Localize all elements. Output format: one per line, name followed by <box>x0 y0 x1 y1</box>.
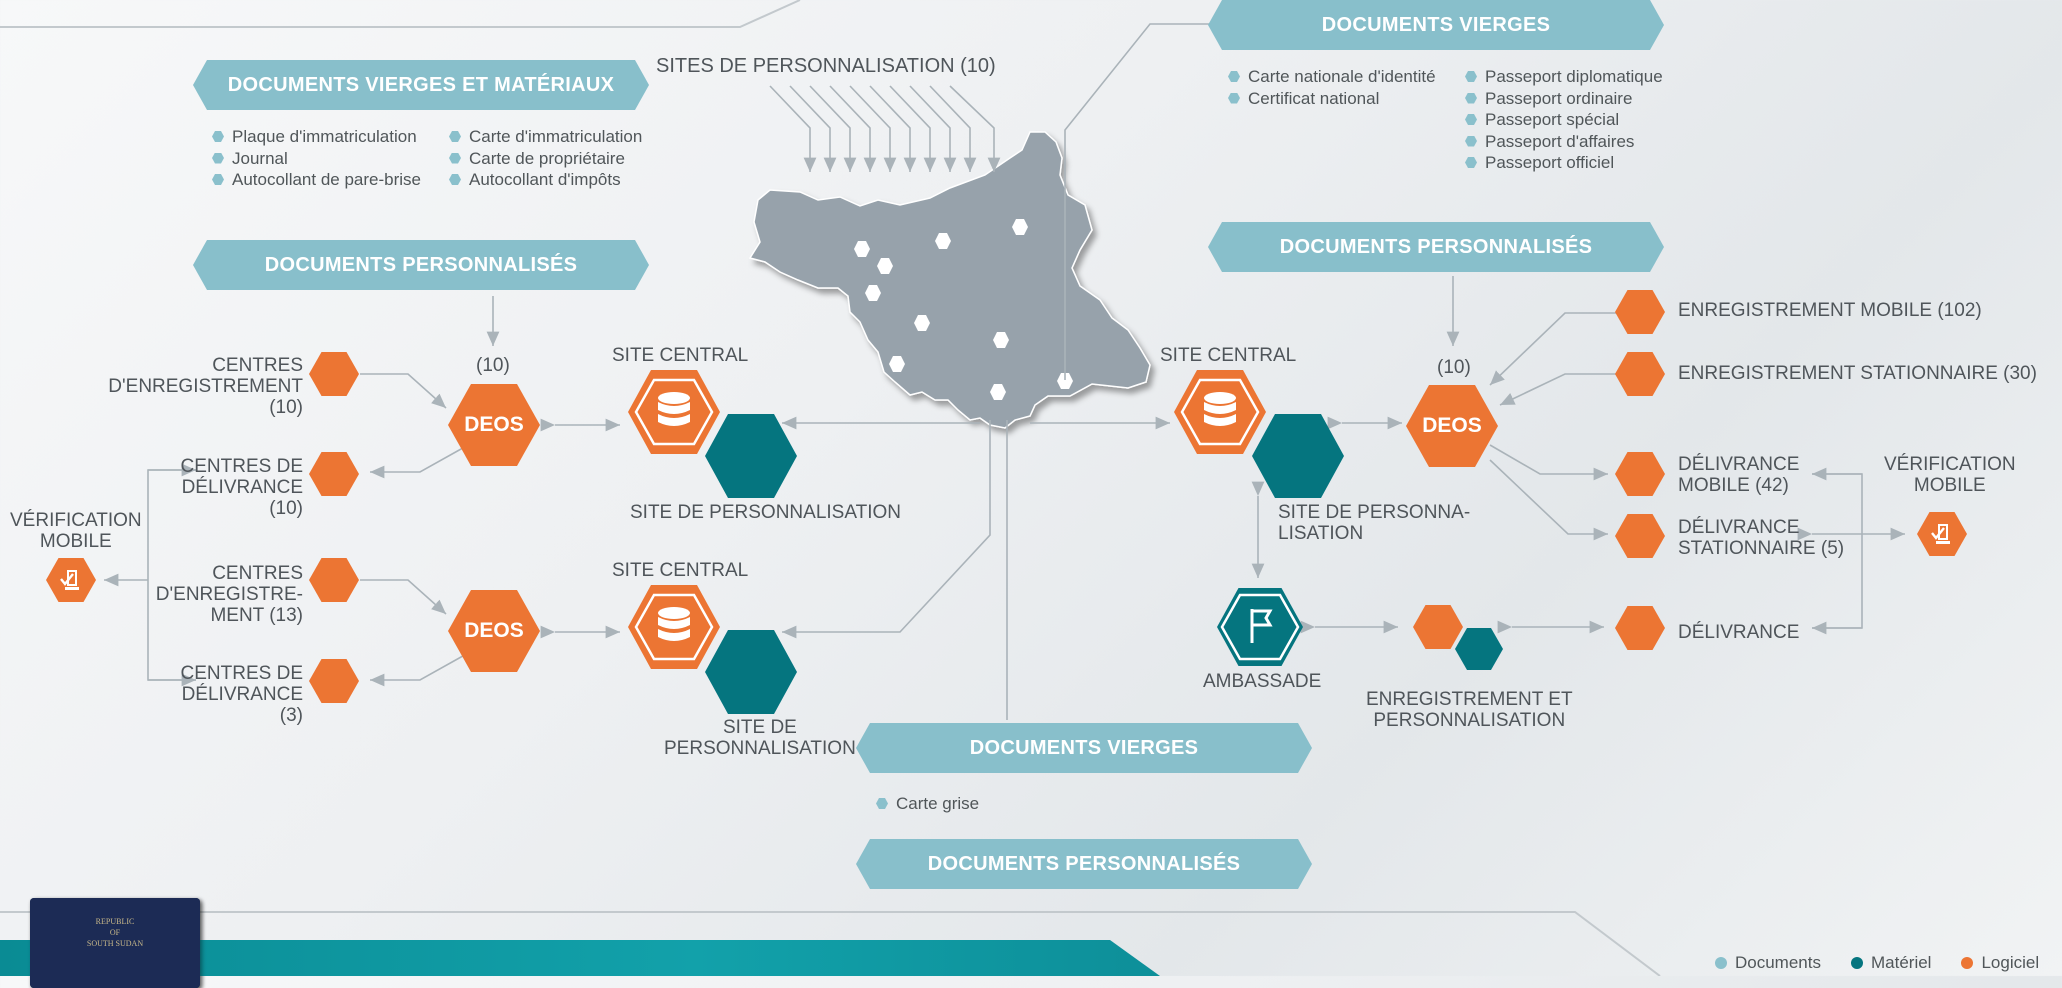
blank-document-item: Passeport ordinaire <box>1465 88 1663 110</box>
centre-enregistrement-hex-1 <box>309 352 359 396</box>
material-item: Autocollant de pare-brise <box>212 169 421 191</box>
blank-docs-list-bottom: Carte grise <box>876 793 979 815</box>
banner-personalized-bottom: DOCUMENTS PERSONNALISÉS <box>856 839 1312 889</box>
banner-blank-right: DOCUMENTS VIERGES <box>1208 0 1664 50</box>
centres-delivrance-1: CENTRES DE DÉLIVRANCE (10) <box>180 456 303 519</box>
material-item: Plaque d'immatriculation <box>212 126 421 148</box>
enreg-perso-hex-teal <box>1455 628 1503 670</box>
mobile-check-icon <box>60 570 79 590</box>
centres-delivrance-2: CENTRES DE DÉLIVRANCE (3) <box>180 663 303 726</box>
right-count-top: (10) <box>1437 357 1471 378</box>
site-central-label-right: SITE CENTRAL <box>1160 345 1297 366</box>
verification-mobile-left: VÉRIFICATION MOBILE <box>10 510 142 552</box>
site-perso-label-right: SITE DE PERSONNA- LISATION <box>1278 502 1471 544</box>
enreg-mobile-hex <box>1615 290 1665 334</box>
deliv-station-hex <box>1615 514 1665 558</box>
database-icon <box>634 593 714 661</box>
site-central-label-2: SITE CENTRAL <box>612 560 749 581</box>
blank-document-item: Passeport d'affaires <box>1465 131 1663 153</box>
ambassade-hex <box>1217 588 1303 666</box>
blank-document-item: Carte nationale d'identité <box>1228 66 1436 88</box>
site-central-label-1: SITE CENTRAL <box>612 345 749 366</box>
passport-text: REPUBLIC OF SOUTH SUDAN <box>30 916 200 949</box>
left-count-top: (10) <box>476 355 510 376</box>
enreg-perso-hex-orange <box>1413 605 1463 649</box>
blank-document-item: Passeport diplomatique <box>1465 66 1663 88</box>
material-item: Carte de propriétaire <box>449 148 642 170</box>
banner-blank-bottom: DOCUMENTS VIERGES <box>856 723 1312 773</box>
deos-hex-right: DEOS <box>1406 385 1498 467</box>
database-icon <box>1180 378 1260 446</box>
verification-mobile-hex-right <box>1917 512 1967 556</box>
passport-line: REPUBLIC <box>95 917 135 926</box>
centres-enregistrement-2: CENTRES D'ENREGISTRE- MENT (13) <box>155 563 303 626</box>
legend-materiel: Matériel <box>1850 953 1931 973</box>
passport-line: OF <box>109 928 121 937</box>
sites-personalisation-label: SITES DE PERSONNALISATION (10) <box>656 55 996 77</box>
enreg-station-hex <box>1615 352 1665 396</box>
banner-personalized-left: DOCUMENTS PERSONNALISÉS <box>193 240 649 290</box>
banner-personalized-right: DOCUMENTS PERSONNALISÉS <box>1208 222 1664 272</box>
enreg-perso-label: ENREGISTREMENT ET PERSONNALISATION <box>1366 689 1573 731</box>
material-item: Journal <box>212 148 421 170</box>
centre-delivrance-hex-1 <box>309 452 359 496</box>
enregistrement-stationnaire-label: ENREGISTREMENT STATIONNAIRE (30) <box>1678 363 2037 384</box>
flag-icon <box>1220 593 1300 661</box>
deliv-mobile-hex <box>1615 452 1665 496</box>
material-item: Autocollant d'impôts <box>449 169 642 191</box>
legend-logiciel: Logiciel <box>1961 953 2039 973</box>
delivrance-hex <box>1615 606 1665 650</box>
delivrance-mobile-label: DÉLIVRANCE MOBILE (42) <box>1678 454 1800 496</box>
material-item: Carte d'immatriculation <box>449 126 642 148</box>
blank-document-item: Passeport officiel <box>1465 152 1663 174</box>
blank-document-item: Carte grise <box>876 793 979 815</box>
centres-enregistrement-1: CENTRES D'ENREGISTREMENT (10) <box>108 355 303 418</box>
site-central-hex-right <box>1174 370 1266 454</box>
ambassade-label: AMBASSADE <box>1203 671 1322 692</box>
delivrance-stationnaire-label: DÉLIVRANCE STATIONNAIRE (5) <box>1678 517 1845 559</box>
south-sudan-map <box>748 131 1151 429</box>
banner-blank-materials: DOCUMENTS VIERGES ET MATÉRIAUX <box>193 60 649 110</box>
legend-documents: Documents <box>1715 953 1821 973</box>
site-perso-hex-right <box>1252 414 1344 498</box>
blank-document-item: Certificat national <box>1228 88 1436 110</box>
passport-image-front <box>30 898 200 988</box>
mobile-check-icon <box>1931 524 1950 544</box>
legend: Documents Matériel Logiciel <box>1715 953 2039 973</box>
enregistrement-mobile-label: ENREGISTREMENT MOBILE (102) <box>1678 300 1982 321</box>
delivrance-label: DÉLIVRANCE <box>1678 622 1800 643</box>
blank-document-item: Passeport spécial <box>1465 109 1663 131</box>
passport-line: SOUTH SUDAN <box>86 939 144 948</box>
verification-mobile-right: VÉRIFICATION MOBILE <box>1884 454 2016 496</box>
map-site-markers <box>854 219 1073 400</box>
site-perso-label-1: SITE DE PERSONNALISATION <box>630 502 901 523</box>
database-icon <box>634 378 714 446</box>
site-perso-label-2: SITE DE PERSONNALISATION <box>664 717 856 759</box>
